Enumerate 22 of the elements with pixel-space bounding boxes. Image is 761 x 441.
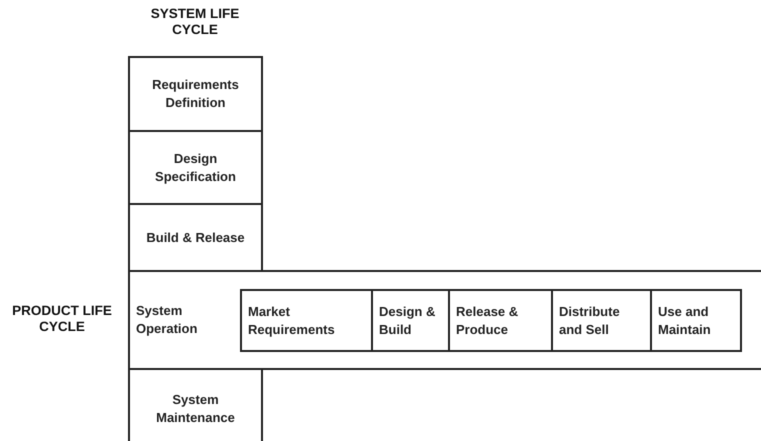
phase-label: Market Requirements (248, 302, 336, 338)
phase-label: System Operation (136, 302, 198, 338)
axis-heading: PRODUCT LIFE CYCLE (11, 303, 113, 335)
phase-box (128, 130, 263, 205)
phase-box (551, 289, 652, 352)
phase-label: System Maintenance (155, 391, 236, 427)
phase-box (650, 289, 742, 352)
phase-box (128, 368, 263, 441)
phase-box (240, 289, 373, 352)
phase-label: Requirements Definition (151, 76, 240, 112)
phase-label: Release & Produce (456, 302, 520, 338)
phase-box (448, 289, 553, 352)
phase-label: Use and Maintain (658, 302, 712, 338)
phase-label: Distribute and Sell (559, 302, 621, 338)
phase-label: Design & Build (379, 302, 436, 338)
phase-band (128, 270, 761, 370)
phase-box (128, 56, 263, 132)
phase-box (128, 203, 263, 272)
phase-label: Build & Release (146, 228, 245, 246)
phase-box (371, 289, 450, 352)
axis-heading: SYSTEM LIFE CYCLE (150, 6, 240, 38)
phase-label: Design Specification (154, 150, 237, 186)
